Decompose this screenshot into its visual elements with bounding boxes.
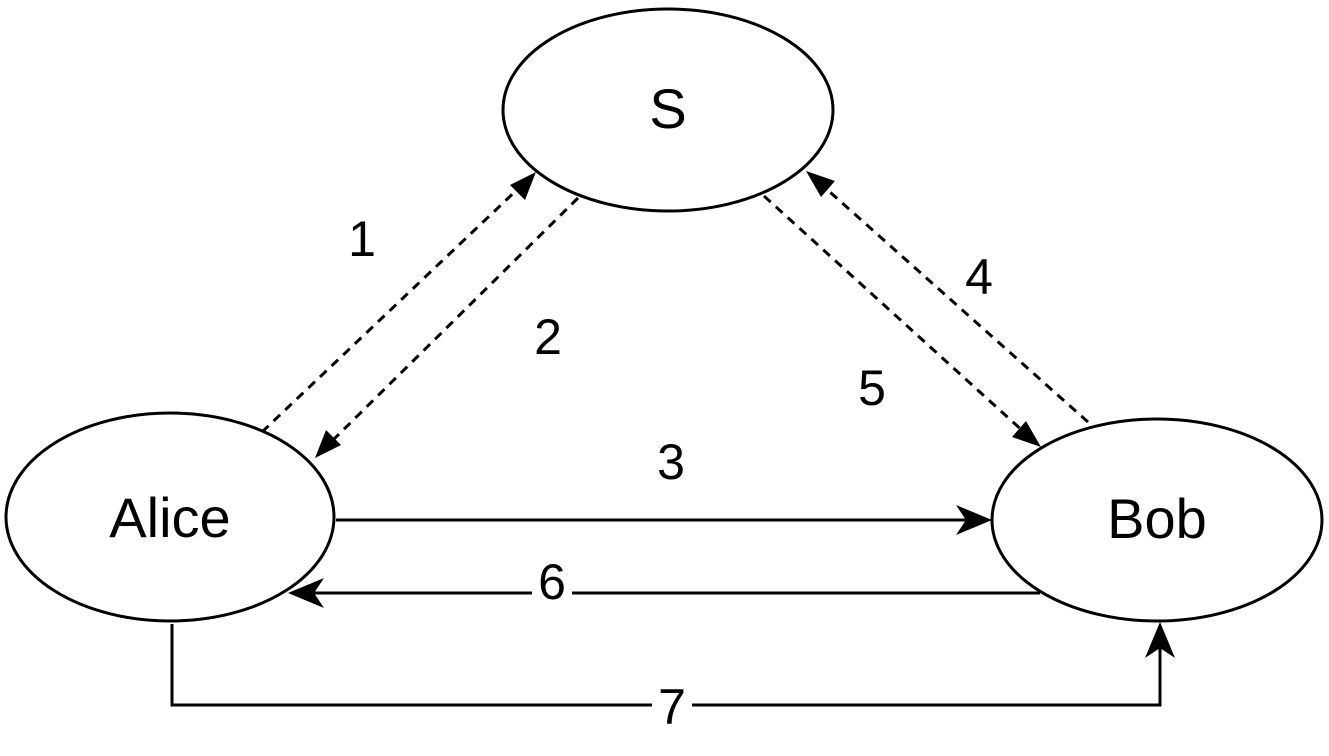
edge-3-label: 3 (657, 434, 685, 490)
edge-7-label-background (652, 680, 692, 728)
edge-1-line (260, 183, 524, 434)
node-alice-label: Alice (109, 486, 230, 549)
edge-5-label: 5 (858, 360, 886, 416)
edge-2-line (328, 196, 580, 445)
node-server: S (501, 7, 835, 213)
node-bob-label: Bob (1107, 487, 1207, 550)
node-server-label: S (649, 77, 686, 140)
node-alice: Alice (4, 411, 336, 623)
edge-3-arrowhead (956, 505, 992, 535)
edge-4 (806, 171, 1089, 424)
edge-1-label: 1 (348, 211, 376, 267)
edge-2-arrowhead (315, 430, 341, 458)
edge-1 (260, 172, 536, 434)
edge-6-label-background (532, 560, 572, 608)
node-server-shape (501, 7, 835, 213)
edge-5-arrowhead (1012, 421, 1041, 447)
edge-2 (315, 196, 580, 458)
edge-7-arrowhead (1145, 622, 1175, 658)
edge-5 (762, 194, 1041, 447)
edge-4-label: 4 (965, 249, 993, 305)
node-bob-shape (990, 417, 1324, 623)
edge-1-arrowhead (510, 172, 536, 200)
edge-5-line (762, 194, 1027, 435)
edge-6-label: 6 (538, 554, 566, 610)
edge-6 (288, 578, 1040, 608)
node-alice-shape (4, 411, 336, 623)
edge-7-label: 7 (658, 679, 686, 735)
edge-4-line (821, 183, 1089, 424)
edge-6-arrowhead (288, 578, 324, 608)
edge-4-arrowhead (806, 171, 835, 197)
node-bob: Bob (990, 417, 1324, 623)
edge-2-label: 2 (534, 309, 562, 365)
edge-3 (336, 505, 992, 535)
